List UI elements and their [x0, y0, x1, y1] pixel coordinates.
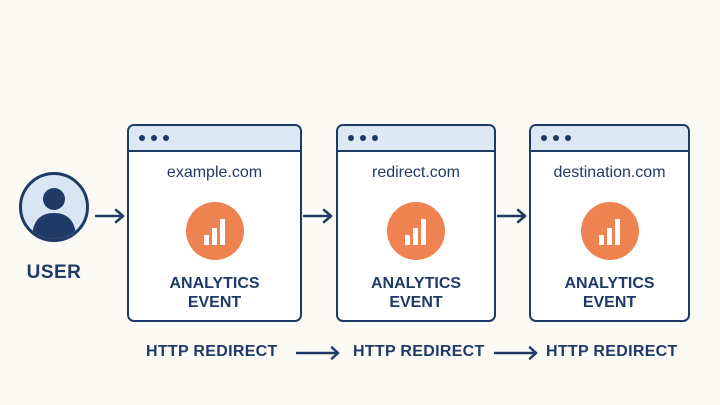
window-dot-icon: [360, 135, 366, 141]
http-redirect-label: HTTP REDIRECT: [353, 343, 485, 360]
http-redirect-label: HTTP REDIRECT: [146, 343, 278, 360]
user-avatar-icon: [19, 172, 89, 242]
window-dot-icon: [163, 135, 169, 141]
browser-window-example: example.com ANALYTICS EVENT: [127, 124, 302, 322]
browser-window-redirect: redirect.com ANALYTICS EVENT: [336, 124, 496, 322]
arrow-right-icon: [494, 346, 538, 360]
window-domain: redirect.com: [371, 164, 461, 181]
analytics-chart-icon: [387, 202, 445, 260]
window-dot-icon: [372, 135, 378, 141]
analytics-event-label: ANALYTICS EVENT: [169, 275, 260, 311]
window-domain: destination.com: [553, 164, 666, 181]
browser-window-destination: destination.com ANALYTICS EVENT: [529, 124, 690, 322]
window-dot-icon: [553, 135, 559, 141]
window-dot-icon: [139, 135, 145, 141]
user-node: USER: [14, 172, 94, 284]
arrow-right-icon: [497, 208, 527, 224]
user-label: USER: [26, 262, 82, 283]
analytics-chart-icon: [185, 202, 244, 260]
window-dot-icon: [348, 135, 354, 141]
arrow-right-icon: [303, 208, 333, 224]
window-dot-icon: [151, 135, 157, 141]
analytics-event-label: ANALYTICS EVENT: [564, 275, 655, 311]
window-dot-icon: [541, 135, 547, 141]
window-titlebar: [531, 126, 688, 152]
analytics-chart-icon: [580, 202, 639, 260]
window-titlebar: [338, 126, 494, 152]
arrow-right-icon: [95, 208, 125, 224]
window-dot-icon: [565, 135, 571, 141]
window-domain: example.com: [166, 164, 263, 181]
http-redirect-label: HTTP REDIRECT: [546, 343, 678, 360]
window-titlebar: [129, 126, 300, 152]
arrow-right-icon: [296, 346, 340, 360]
analytics-event-label: ANALYTICS EVENT: [370, 275, 462, 311]
